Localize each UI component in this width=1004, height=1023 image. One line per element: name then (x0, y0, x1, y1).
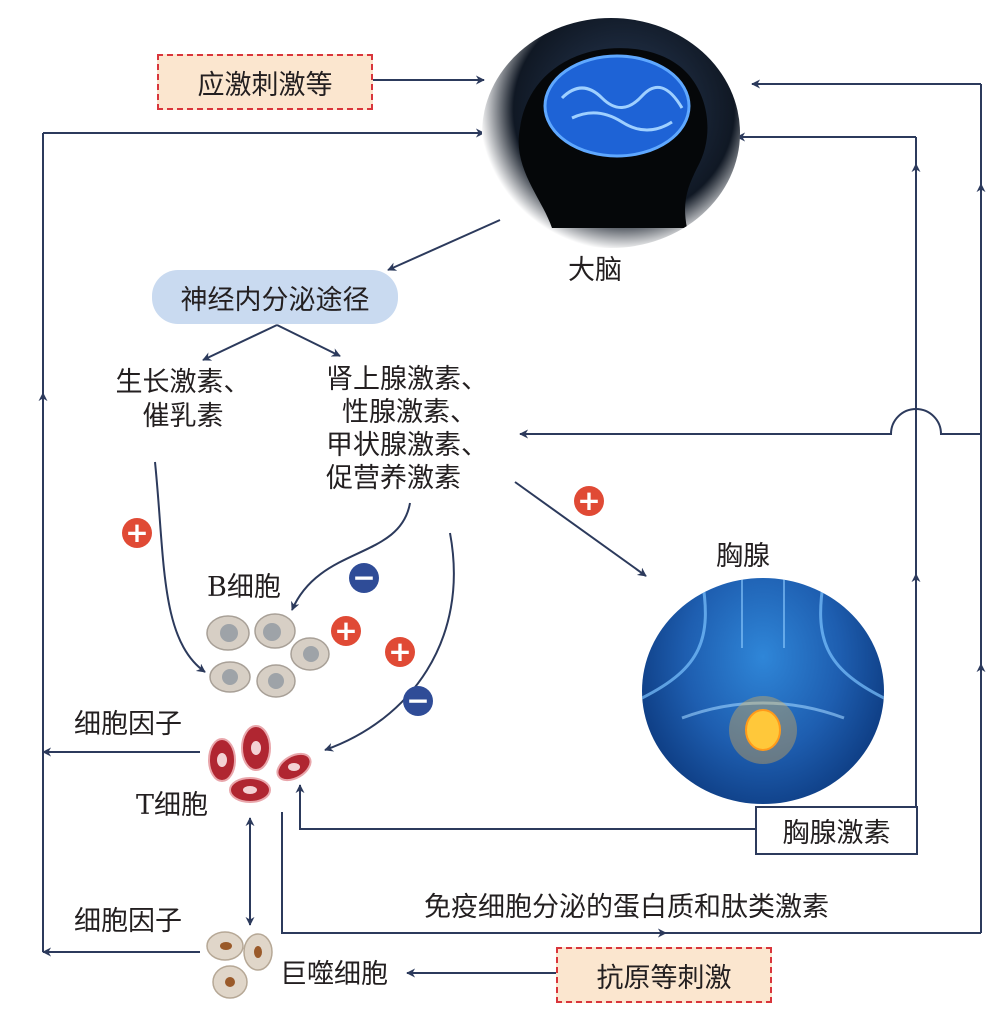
brain-image (482, 18, 740, 248)
thymus-gland-icon (745, 709, 781, 751)
hormone-line-trophic: 促营养激素 (326, 463, 461, 494)
line-tcell-to-right (281, 812, 981, 934)
stress-box: 应激刺激等 (157, 54, 373, 110)
arrow-hormones-to-bcells (291, 502, 411, 611)
b-cell-label: B细胞 (207, 572, 281, 603)
stress-label: 应激刺激等 (197, 69, 333, 101)
cytokine-t-label: 细胞因子 (74, 709, 182, 740)
plus-sign-tcell: + (385, 637, 415, 667)
brain-label: 大脑 (568, 255, 622, 286)
immune-secreted-label: 免疫细胞分泌的蛋白质和肽类激素 (424, 892, 829, 923)
hormone-line-thyroid: 甲状腺激素、 (326, 430, 488, 461)
b-cell-icon (206, 613, 330, 698)
neuro-pathway-pill: 神经内分泌途径 (152, 270, 398, 324)
plus-sign-gh: + (122, 518, 152, 548)
thymus-body (642, 578, 884, 764)
arrow-right-to-hormones (519, 408, 981, 439)
gh-prl-label: 生长激素、 催乳素 (108, 366, 258, 434)
hormone-line-gonad: 性腺激素、 (342, 397, 477, 428)
cytokine-m-label: 细胞因子 (74, 906, 182, 937)
plus-sign-bcell-right: + (331, 616, 361, 646)
arrow-pathway-to-gh (202, 324, 278, 361)
head-silhouette (518, 48, 708, 228)
minus-sign-bcell: − (349, 563, 379, 593)
arrow-hormones-to-tcells (324, 532, 455, 752)
thymus-label: 胸腺 (716, 541, 770, 572)
macrophage-icon (206, 931, 273, 999)
thymus-hormone-label: 胸腺激素 (782, 818, 891, 849)
antigen-label: 抗原等刺激 (596, 962, 732, 994)
plus-sign-thymus: + (574, 486, 604, 516)
t-cell-label: T细胞 (136, 790, 209, 821)
arrow-gh-to-cells (154, 461, 206, 673)
prl-line: 催乳素 (142, 401, 224, 432)
arrow-pathway-to-hormones (276, 324, 341, 357)
thymus-image (642, 578, 884, 804)
neuro-pathway-label: 神经内分泌途径 (180, 284, 370, 316)
antigen-box: 抗原等刺激 (556, 947, 772, 1003)
macrophage-label: 巨噬细胞 (280, 959, 388, 990)
arrow-hormones-to-thymus (514, 481, 647, 577)
t-cell-icon (208, 725, 312, 803)
gh-line: 生长激素、 (115, 367, 251, 398)
hormones-label: 肾上腺激素、 性腺激素、 甲状腺激素、 促营养激素 (326, 363, 488, 495)
minus-sign-tcell: − (403, 686, 433, 716)
thymus-hormone-box: 胸腺激素 (755, 806, 918, 855)
hormone-line-adrenal: 肾上腺激素、 (326, 364, 488, 395)
arrow-thymushormone-to-tcells (295, 784, 757, 830)
arrow-brain-to-pathway (387, 219, 501, 271)
